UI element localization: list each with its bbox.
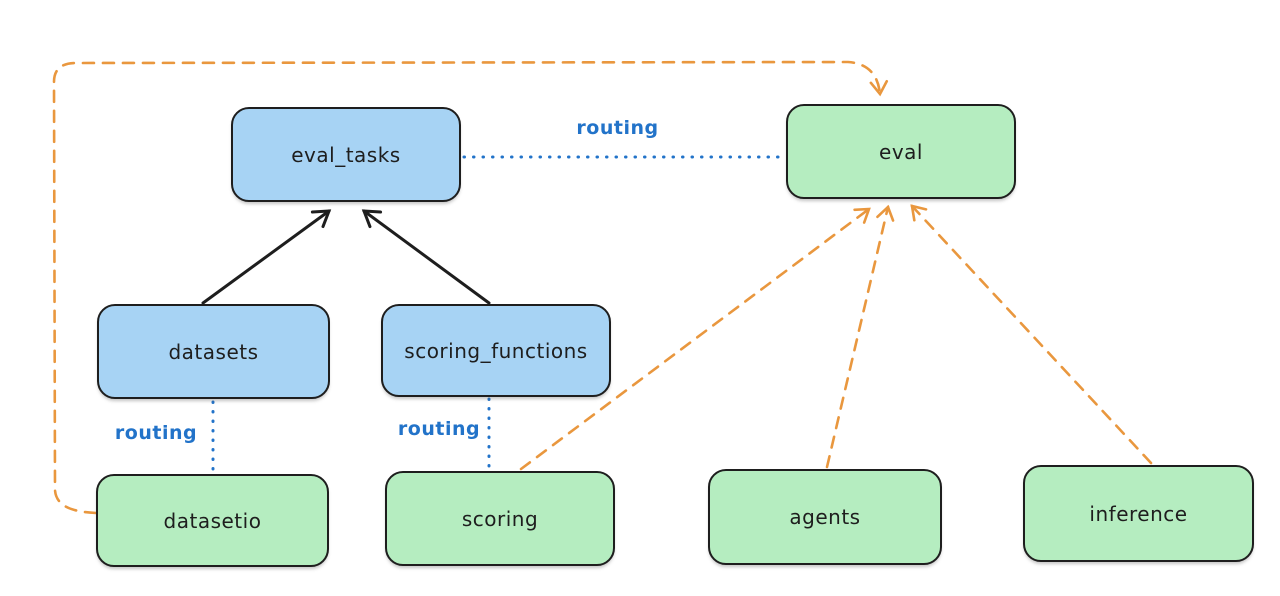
node-eval-tasks: eval_tasks — [231, 107, 461, 202]
node-scoring-label: scoring — [461, 506, 539, 531]
edge-datasetio-to-eval — [52, 60, 889, 515]
node-inference-label: inference — [1089, 501, 1188, 526]
node-agents: agents — [708, 469, 942, 565]
node-datasets: datasets — [97, 304, 330, 399]
node-inference: inference — [1023, 465, 1254, 562]
node-eval-label: eval — [879, 139, 923, 164]
edge-agents-to-eval — [825, 204, 895, 469]
node-eval-tasks-label: eval_tasks — [291, 142, 401, 167]
edge-scoring-to-eval — [519, 207, 871, 471]
routing-label-scoring-functions-scoring: routing — [397, 418, 481, 440]
node-datasetio: datasetio — [96, 474, 329, 567]
node-scoring-functions-label: scoring_functions — [404, 338, 588, 363]
node-scoring-functions: scoring_functions — [381, 304, 611, 397]
node-datasets-label: datasets — [168, 339, 259, 364]
edge-inference-to-eval — [910, 204, 1153, 465]
node-datasetio-label: datasetio — [163, 508, 262, 533]
edge-datasets-to-eval-tasks — [201, 209, 332, 305]
node-agents-label: agents — [789, 505, 861, 529]
node-eval: eval — [786, 104, 1016, 199]
routing-label-datasets-datasetio: routing — [114, 422, 198, 444]
edge-scoring-functions-to-eval-tasks — [361, 209, 491, 305]
routing-label-eval-tasks-eval: routing — [576, 117, 659, 139]
node-scoring: scoring — [385, 471, 615, 566]
